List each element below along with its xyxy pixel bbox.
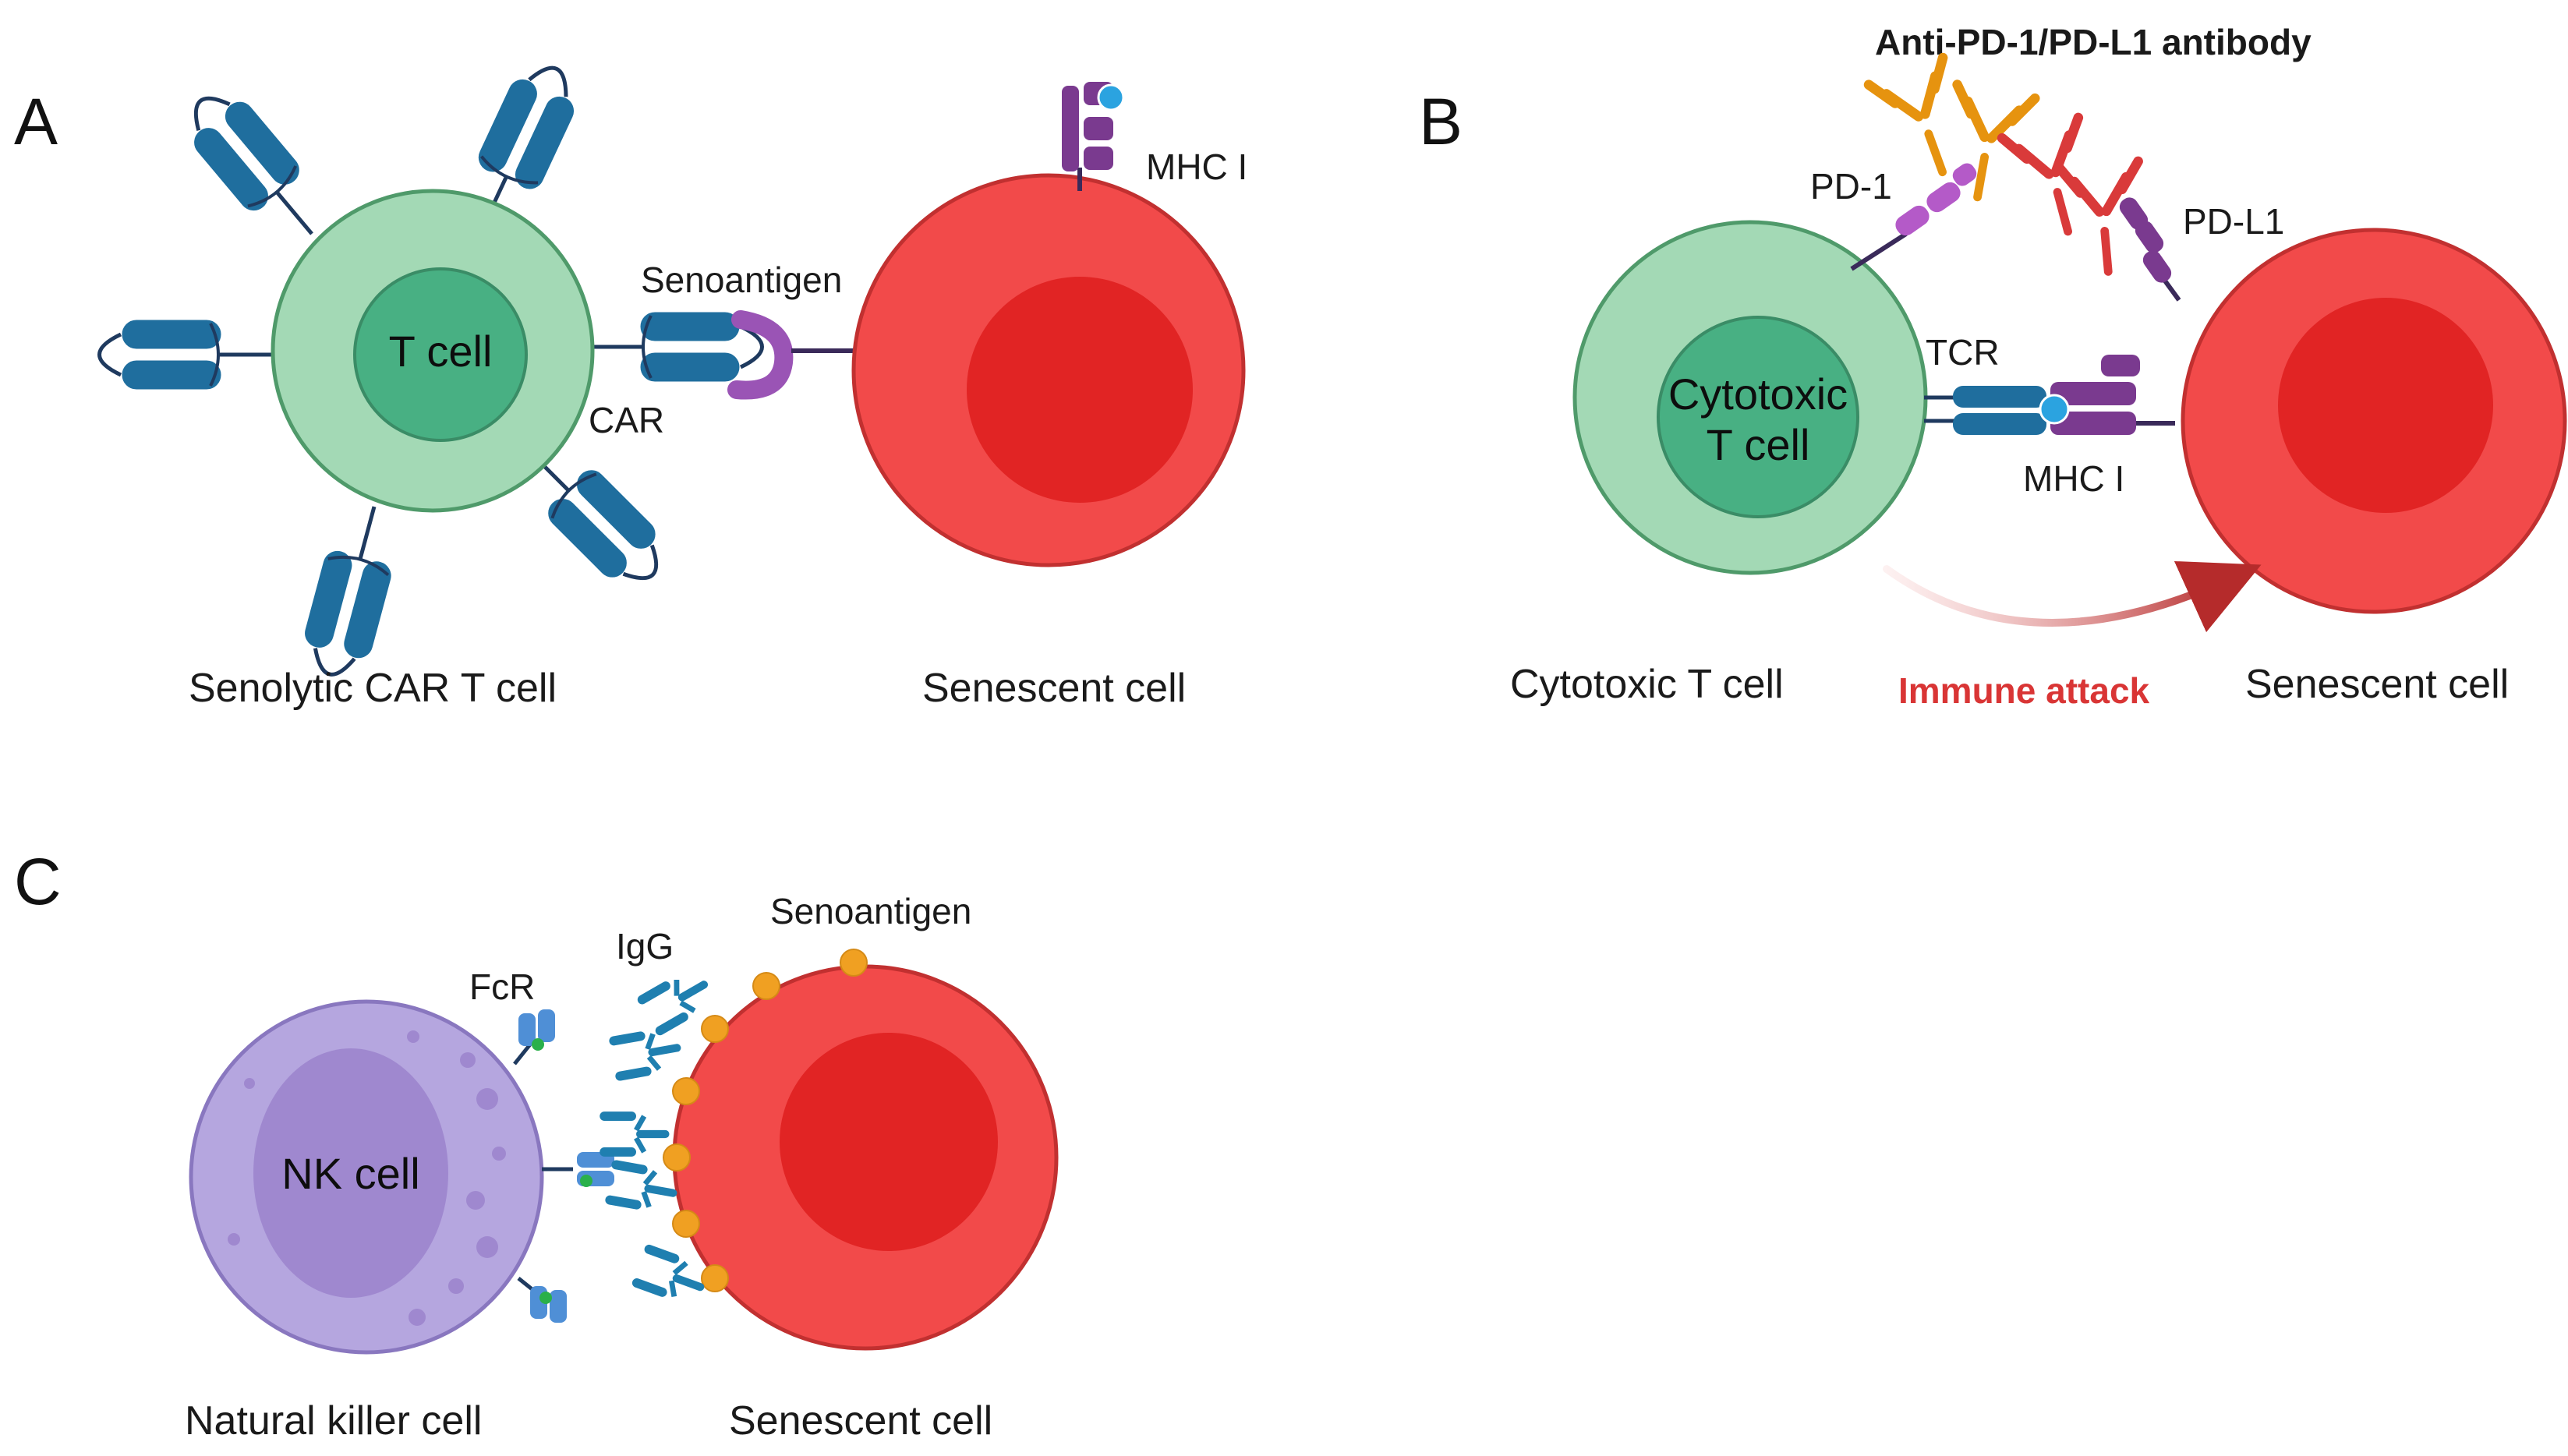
nk-cell-label: NK cell (281, 1149, 419, 1198)
car-receptor-bottom-left (295, 497, 409, 684)
mhc-i-b (2039, 355, 2175, 435)
pd-l1-ligand (2119, 197, 2181, 302)
pd-1-receptor (1850, 163, 1977, 271)
tcr-label: TCR (1926, 332, 2000, 373)
igg-antibody-3 (600, 1111, 669, 1157)
panel-c: C NK cell F (14, 845, 1059, 1444)
immune-attack-label: Immune attack (1898, 670, 2150, 711)
fcr-receptor-2 (542, 1152, 614, 1187)
t-cell-label: T cell (389, 327, 493, 376)
senescent-cell-c-nucleus (780, 1033, 998, 1251)
mhc-i-a (1062, 82, 1125, 191)
antigen-peptide-a (1097, 83, 1125, 111)
car-receptor-top-left (173, 78, 339, 257)
immune-attack-arrow (1883, 560, 2262, 633)
fcr-receptor-1 (513, 1009, 555, 1065)
caption-senescent-cell-a: Senescent cell (922, 666, 1186, 711)
panel-b-label: B (1419, 85, 1463, 158)
car-receptor-left (100, 319, 274, 391)
panel-c-label: C (14, 845, 62, 918)
fcr-receptor-3 (517, 1277, 567, 1323)
antigen-peptide-b (2039, 394, 2070, 425)
igg-label: IgG (616, 926, 674, 967)
senoantigen-a-label: Senoantigen (641, 260, 842, 300)
senoantigen-c-label: Senoantigen (770, 891, 971, 931)
anti-pd-l1-antibody-1 (1993, 109, 2114, 248)
caption-cytotoxic-t-cell: Cytotoxic T cell (1510, 662, 1784, 707)
panel-a-label: A (14, 85, 58, 158)
pd-l1-label: PD-L1 (2183, 201, 2284, 242)
caption-senescent-cell-c: Senescent cell (729, 1398, 992, 1444)
fcr-label: FcR (469, 967, 535, 1007)
caption-car-t-cell: Senolytic CAR T cell (189, 666, 557, 711)
senoantigens-c (663, 949, 868, 1292)
senescent-cell-b-nucleus (2278, 298, 2493, 513)
caption-senescent-cell-b: Senescent cell (2245, 662, 2509, 707)
panel-a: A T cell MHC I Senoantigen CAR Senoly (14, 54, 1247, 711)
senescent-cell-a-nucleus (967, 277, 1193, 503)
pd-1-label: PD-1 (1810, 166, 1892, 207)
cytotoxic-label-line1: Cytotoxic (1668, 369, 1848, 419)
cytotoxic-label-line2: T cell (1707, 420, 1810, 469)
mhc-i-a-label: MHC I (1146, 147, 1247, 187)
senoantigen-shape (727, 310, 794, 400)
car-label: CAR (589, 400, 664, 440)
t-cell-nucleus (353, 267, 528, 442)
caption-natural-killer-cell: Natural killer cell (185, 1398, 482, 1444)
panel-b: B Anti-PD-1/PD-L1 antibody Cytotoxic T c… (1419, 22, 2567, 711)
antibody-label: Anti-PD-1/PD-L1 antibody (1875, 22, 2312, 62)
nk-cell-nucleus (253, 1048, 448, 1298)
cytotoxic-t-cell-nucleus (1657, 316, 1859, 518)
mhc-i-b-label: MHC I (2023, 458, 2124, 499)
tcr-receptor (1924, 386, 2046, 435)
nk-granules (228, 1030, 506, 1326)
igg-antibody-2 (608, 1025, 684, 1081)
